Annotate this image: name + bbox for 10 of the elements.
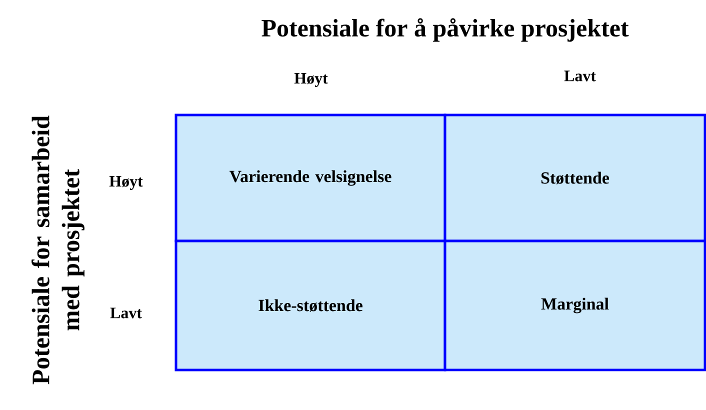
axis-title: Potensiale for å påvirke prosjektet [262, 18, 629, 42]
axis-level-label: Lavt [564, 70, 596, 82]
axis-level-label: Høyt [109, 176, 143, 190]
axis-level-label: Høyt [294, 73, 328, 87]
matrix-cell: Støttende [444, 114, 706, 242]
matrix-cell: Marginal [444, 240, 706, 372]
axis-title: Potensiale for samarbeid med prosjektet [32, 116, 84, 384]
matrix-cell: Ikke-støttende [174, 240, 446, 372]
axis-level-label: Lavt [110, 308, 142, 318]
matrix-cell: Varierende velsignelse [174, 114, 446, 242]
